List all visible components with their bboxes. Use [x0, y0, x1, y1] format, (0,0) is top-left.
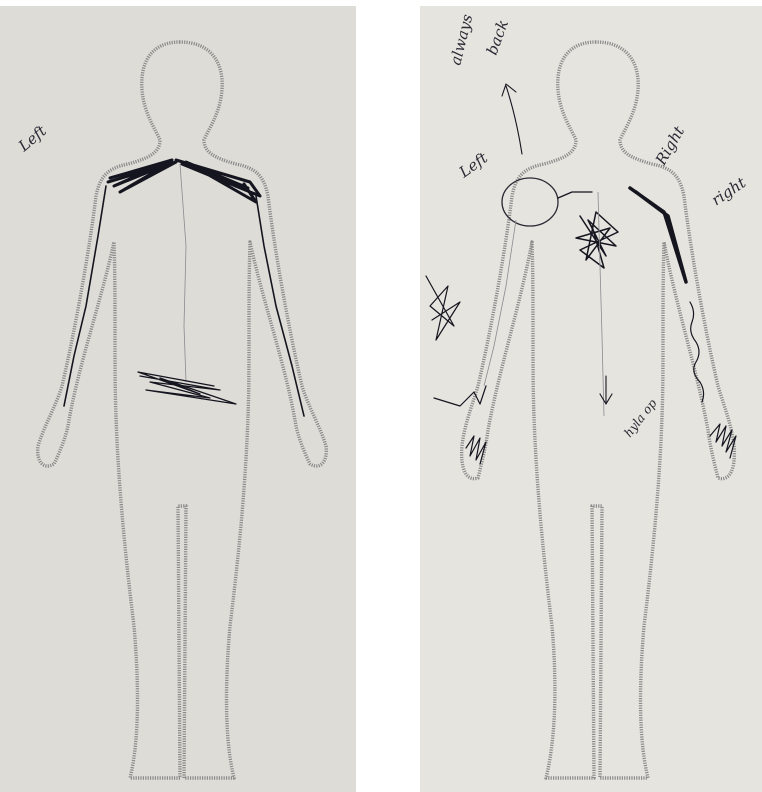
right-paper — [420, 6, 762, 792]
left-paper — [0, 6, 356, 792]
right-body-map-sheet: Left Right right always back hyla op — [420, 6, 762, 792]
left-body-map-sheet: Left — [0, 6, 356, 792]
right-body-map: Left Right right always back hyla op — [420, 6, 762, 792]
left-body-map: Left — [0, 6, 356, 792]
